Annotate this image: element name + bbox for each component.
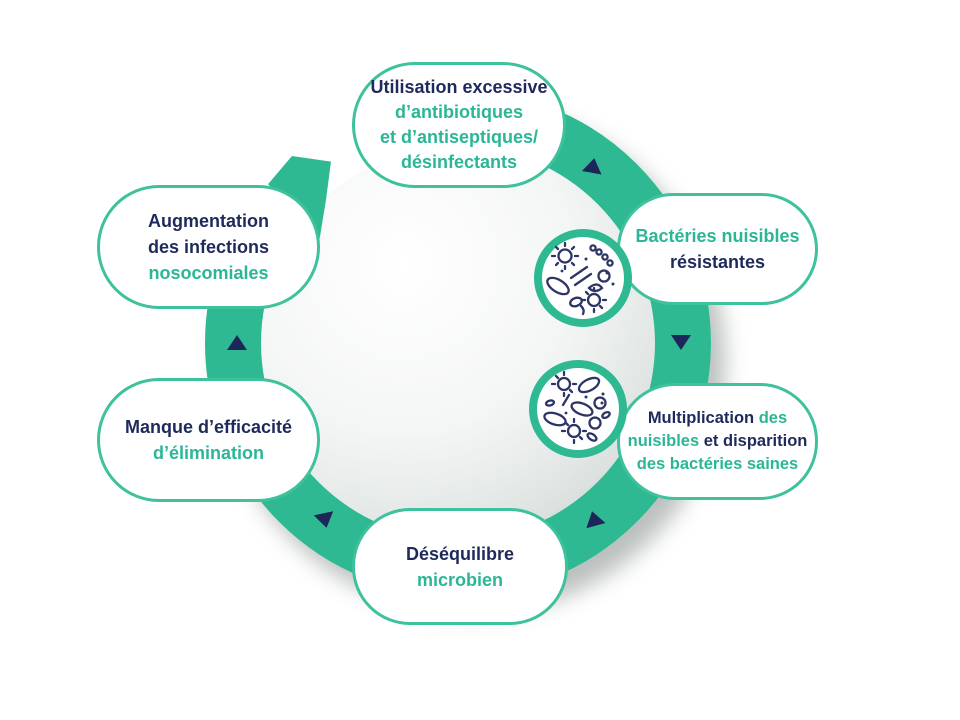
center-sphere — [261, 146, 655, 540]
resistant-bacteria-icon — [534, 229, 632, 327]
bacteria-multiplication-icon — [529, 360, 627, 458]
